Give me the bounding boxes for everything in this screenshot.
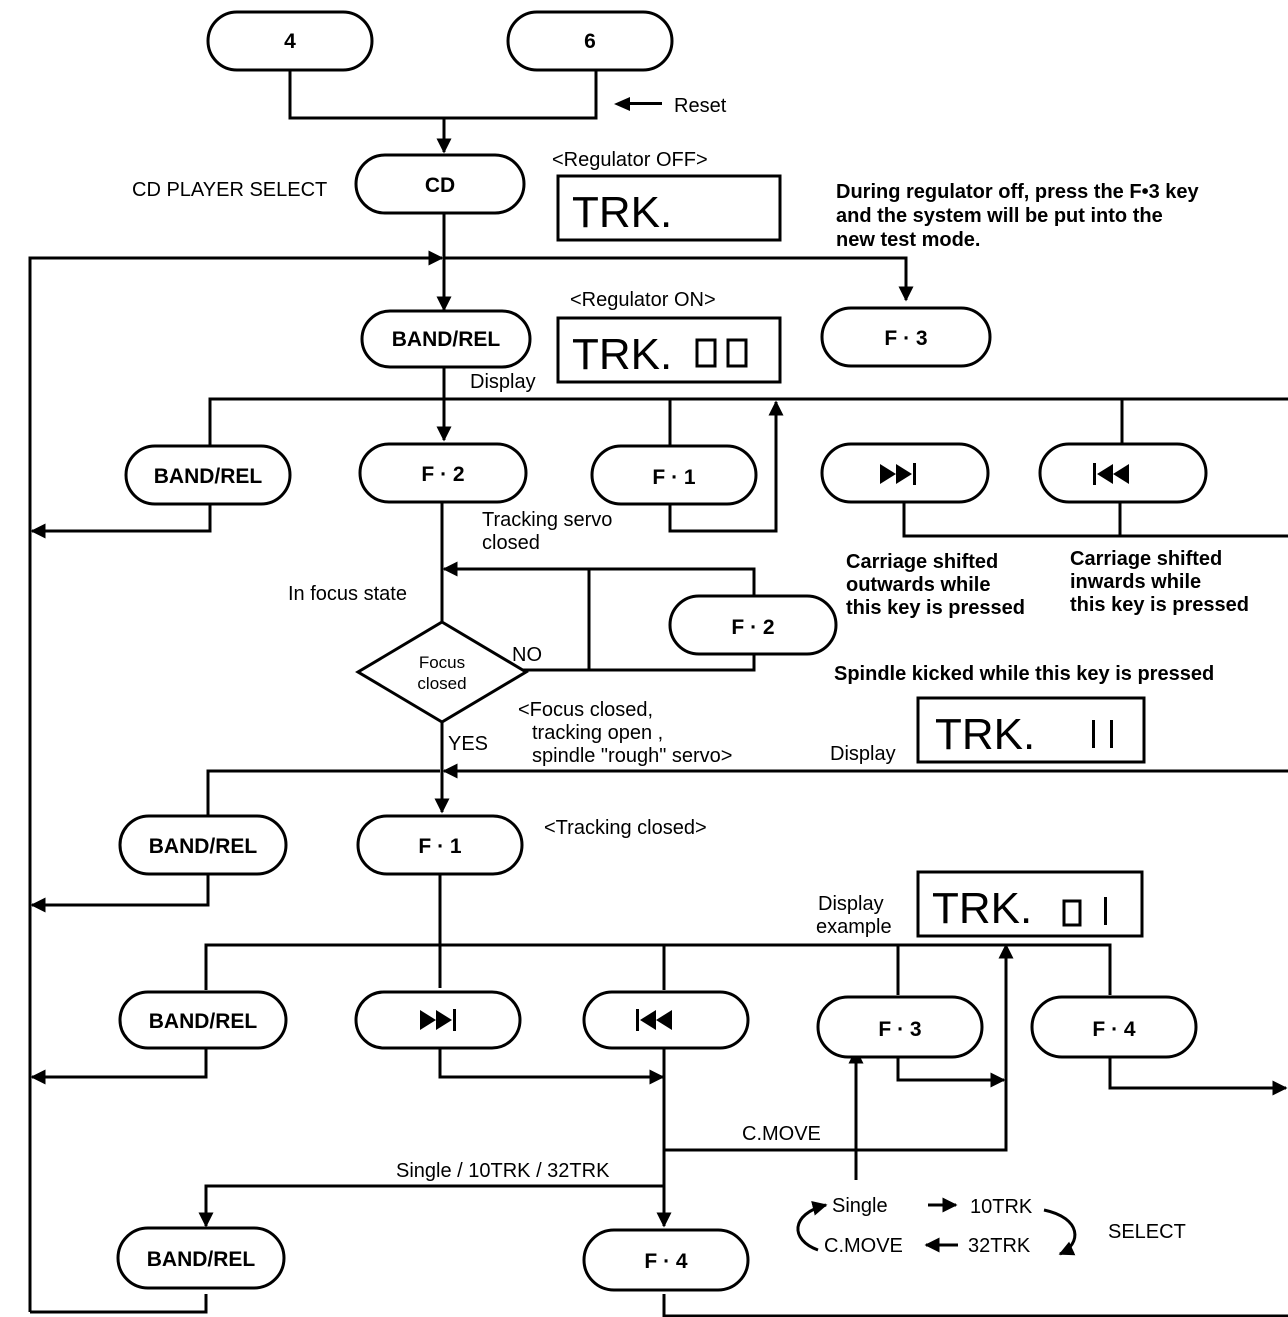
display-text: TRK. bbox=[572, 330, 672, 379]
display-example-line1: Display bbox=[818, 893, 884, 915]
key-band-rel-reg-on: BAND/REL bbox=[360, 309, 532, 369]
carriage-in-note: Carriage shifted inwards while this key … bbox=[1070, 548, 1249, 616]
key-band-rel-label: BAND/REL bbox=[147, 1248, 256, 1271]
key-f4-row4: F · 4 bbox=[582, 1228, 750, 1292]
segment-digits-11 bbox=[1092, 720, 1113, 748]
carriage-out-note: Carriage shifted outwards while this key… bbox=[846, 551, 1025, 619]
tracking-servo-line1: Tracking servo bbox=[482, 509, 612, 531]
decision-no-label: NO bbox=[512, 644, 542, 666]
key-cd: CD bbox=[354, 153, 526, 215]
spindle-kicked-note: Spindle kicked while this key is pressed bbox=[834, 663, 1214, 685]
focus-closed-state-note: <Focus closed, tracking open , spindle "… bbox=[518, 699, 732, 767]
focus-state-line3: spindle "rough" servo> bbox=[532, 745, 732, 767]
single-modes-label: Single / 10TRK / 32TRK bbox=[396, 1160, 610, 1182]
carriage-in-line3: this key is pressed bbox=[1070, 594, 1249, 616]
display-text: TRK. bbox=[935, 710, 1035, 759]
skip-back-icon bbox=[636, 1009, 672, 1031]
decision-yes-label: YES bbox=[448, 733, 488, 755]
key-f1-label: F · 1 bbox=[652, 466, 695, 489]
skip-back-icon bbox=[1093, 463, 1129, 485]
f3-note-line3: new test mode. bbox=[836, 229, 980, 251]
reset-annotation: Reset bbox=[614, 95, 727, 117]
key-band-rel-label: BAND/REL bbox=[149, 1010, 258, 1033]
cycle-single: Single bbox=[832, 1195, 888, 1217]
decision-line1: Focus bbox=[419, 653, 465, 672]
segment-digits-01 bbox=[1062, 897, 1107, 927]
regulator-off-label: <Regulator OFF> bbox=[552, 149, 708, 171]
key-6-label: 6 bbox=[584, 30, 596, 53]
key-band-rel-label: BAND/REL bbox=[149, 835, 258, 858]
carriage-out-line1: Carriage shifted bbox=[846, 551, 998, 573]
key-forward-row1 bbox=[820, 442, 990, 504]
key-f4-row3: F · 4 bbox=[1030, 995, 1198, 1059]
key-4: 4 bbox=[206, 10, 374, 72]
skip-forward-icon bbox=[880, 463, 916, 485]
connector-lines bbox=[28, 70, 1288, 1317]
focus-state-line1: <Focus closed, bbox=[518, 699, 653, 721]
skip-forward-icon bbox=[420, 1009, 456, 1031]
key-band-rel-row4: BAND/REL bbox=[116, 1226, 286, 1290]
cmove-label: C.MOVE bbox=[742, 1123, 821, 1145]
key-f2-label: F · 2 bbox=[731, 616, 774, 639]
carriage-out-line2: outwards while bbox=[846, 574, 990, 596]
reset-label: Reset bbox=[674, 95, 727, 117]
key-f1-row2: F · 1 bbox=[356, 814, 524, 876]
display-text: TRK. bbox=[932, 884, 1032, 933]
key-reverse-row1 bbox=[1038, 442, 1208, 504]
display-regulator-on: TRK. bbox=[556, 316, 782, 384]
cycle-32trk: 32TRK bbox=[968, 1235, 1031, 1257]
key-6: 6 bbox=[506, 10, 674, 72]
key-reverse-row3 bbox=[582, 990, 750, 1050]
key-cd-label: CD bbox=[425, 174, 455, 197]
cycle-cmove: C.MOVE bbox=[824, 1235, 903, 1257]
key-f3-row3: F · 3 bbox=[816, 995, 984, 1059]
cycle-select: SELECT bbox=[1108, 1221, 1186, 1243]
segment-digits-00 bbox=[695, 338, 748, 368]
in-focus-state-label: In focus state bbox=[288, 583, 407, 605]
f3-note: During regulator off, press the F•3 key … bbox=[836, 181, 1200, 251]
display-spindle-11: TRK. bbox=[916, 696, 1146, 764]
key-band-rel-row2: BAND/REL bbox=[118, 814, 288, 876]
key-band-rel-row1: BAND/REL bbox=[124, 444, 292, 506]
display-label-2: Display bbox=[830, 743, 896, 765]
key-f4-label: F · 4 bbox=[644, 1250, 687, 1273]
mode-cycle: Single 10TRK 32TRK C.MOVE SELECT bbox=[796, 1195, 1186, 1257]
key-f3-label: F · 3 bbox=[884, 327, 927, 350]
tracking-servo-line2: closed bbox=[482, 532, 540, 554]
carriage-in-line2: inwards while bbox=[1070, 571, 1201, 593]
regulator-on-label: <Regulator ON> bbox=[570, 289, 716, 311]
display-label-1: Display bbox=[470, 371, 536, 393]
tracking-closed-label: <Tracking closed> bbox=[544, 817, 707, 839]
key-f3-new-test: F · 3 bbox=[820, 306, 992, 368]
focus-state-line2: tracking open , bbox=[532, 722, 663, 744]
key-f1-row1: F · 1 bbox=[590, 444, 758, 506]
key-band-rel-label: BAND/REL bbox=[154, 465, 263, 488]
display-text: TRK. bbox=[572, 188, 672, 237]
cd-player-select-label: CD PLAYER SELECT bbox=[132, 179, 327, 201]
key-f4-label: F · 4 bbox=[1092, 1018, 1135, 1041]
key-f2-label: F · 2 bbox=[421, 463, 464, 486]
tracking-servo-note: Tracking servo closed bbox=[482, 509, 612, 554]
carriage-in-line1: Carriage shifted bbox=[1070, 548, 1222, 570]
display-example-01: TRK. bbox=[916, 870, 1144, 938]
key-band-rel-row3: BAND/REL bbox=[118, 990, 288, 1050]
f3-note-line1: During regulator off, press the F•3 key bbox=[836, 181, 1200, 203]
display-example-line2: example bbox=[816, 916, 892, 938]
key-f2-spindle: F · 2 bbox=[668, 594, 838, 656]
key-band-rel-label: BAND/REL bbox=[392, 328, 501, 351]
f3-note-line2: and the system will be put into the bbox=[836, 205, 1163, 227]
decision-line2: closed bbox=[417, 674, 466, 693]
key-forward-row3 bbox=[354, 990, 522, 1050]
key-4-label: 4 bbox=[284, 30, 296, 53]
key-f2-row1: F · 2 bbox=[358, 442, 528, 504]
display-example-label: Display example bbox=[816, 893, 892, 938]
display-regulator-off: TRK. bbox=[556, 174, 782, 242]
carriage-out-line3: this key is pressed bbox=[846, 597, 1025, 619]
focus-closed-decision: Focus closed bbox=[355, 620, 529, 724]
key-f3-label: F · 3 bbox=[878, 1018, 921, 1041]
cycle-10trk: 10TRK bbox=[970, 1196, 1033, 1218]
key-f1-label: F · 1 bbox=[418, 835, 461, 858]
